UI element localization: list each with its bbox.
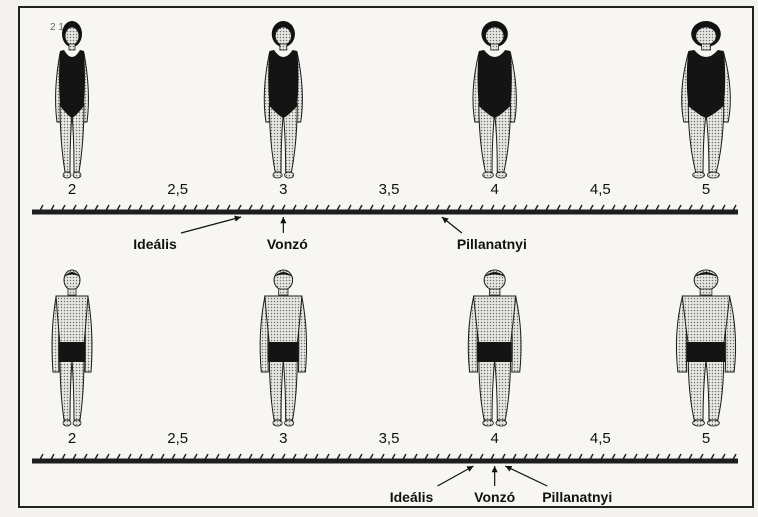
woman-figure xyxy=(56,21,89,178)
arrowhead-icon xyxy=(280,217,286,223)
men-scale: 2 2,5 3 3,5 4 4,5 5 xyxy=(32,270,738,464)
right-foot xyxy=(707,420,719,426)
woman-figure xyxy=(682,21,731,178)
left-foot xyxy=(273,172,282,178)
right-leg xyxy=(72,358,84,420)
swim-trunks xyxy=(687,342,725,362)
right-foot xyxy=(707,172,719,178)
neck xyxy=(69,44,75,50)
arrowhead-icon xyxy=(234,216,241,222)
torso xyxy=(474,296,516,344)
swim-trunks xyxy=(478,342,512,362)
tick-label: 4,5 xyxy=(590,181,611,198)
right-leg xyxy=(283,358,297,420)
swim-trunks xyxy=(59,342,85,362)
neck xyxy=(280,44,287,50)
swimsuit xyxy=(478,50,512,118)
annotation-arrow xyxy=(181,217,241,233)
men-annotations: Ideális Vonzó Pillanatnyi xyxy=(390,466,613,505)
neck xyxy=(700,289,712,295)
neck xyxy=(702,44,711,50)
swimsuit xyxy=(268,50,298,118)
right-leg xyxy=(706,358,724,420)
man-figure xyxy=(468,270,521,426)
tick-label: 2,5 xyxy=(167,430,188,447)
head xyxy=(696,27,717,45)
tick-label: 4,5 xyxy=(590,430,611,447)
tick-label: 3 xyxy=(279,181,287,198)
woman-figure xyxy=(473,21,516,178)
annotation-label: Pillanatnyi xyxy=(542,489,612,505)
right-foot xyxy=(73,420,81,426)
tick-label: 2,5 xyxy=(167,181,188,198)
left-foot xyxy=(483,420,494,426)
right-foot xyxy=(73,172,81,178)
neck xyxy=(491,44,499,50)
right-foot xyxy=(284,420,293,426)
tick-label: 3 xyxy=(279,430,287,447)
right-foot xyxy=(284,172,293,178)
tick-label: 4 xyxy=(490,430,498,447)
torso xyxy=(56,296,88,344)
woman-figure xyxy=(264,21,302,178)
right-foot xyxy=(496,420,507,426)
annotation-label: Vonzó xyxy=(267,236,308,252)
annotation-label: Ideális xyxy=(133,236,177,252)
tick-label: 3,5 xyxy=(379,181,400,198)
swim-trunks xyxy=(268,342,298,362)
annotation-label: Pillanatnyi xyxy=(457,236,527,252)
tick-label: 5 xyxy=(702,430,710,447)
tick-label: 3,5 xyxy=(379,430,400,447)
man-figure xyxy=(52,270,92,426)
arrowhead-icon xyxy=(492,466,498,472)
man-figure xyxy=(676,270,735,426)
left-foot xyxy=(63,172,71,178)
left-foot xyxy=(273,420,282,426)
right-leg xyxy=(495,358,511,420)
women-scale: 2 2,5 3 3,5 4 4,5 5 xyxy=(32,21,738,215)
torso xyxy=(682,296,729,344)
tick-label: 2 xyxy=(68,430,76,447)
annotation-label: Vonzó xyxy=(474,489,515,505)
swimsuit xyxy=(59,50,85,118)
annotation-arrow xyxy=(505,466,547,486)
neck xyxy=(68,289,76,295)
left-leg xyxy=(479,358,495,420)
man-figure xyxy=(260,270,306,426)
left-foot xyxy=(483,172,494,178)
annotation-label: Ideális xyxy=(390,489,434,505)
torso xyxy=(265,296,302,344)
left-foot xyxy=(693,420,705,426)
head xyxy=(275,27,291,45)
tick-label: 5 xyxy=(702,181,710,198)
left-leg xyxy=(60,358,72,420)
left-foot xyxy=(63,420,71,426)
head xyxy=(65,27,79,45)
women-annotations: Ideális Vonzó Pillanatnyi xyxy=(133,216,527,252)
neck xyxy=(279,289,288,295)
right-foot xyxy=(496,172,507,178)
tick-label: 2 xyxy=(68,181,76,198)
swimsuit xyxy=(687,50,725,118)
tick-label: 4 xyxy=(490,181,498,198)
left-leg xyxy=(269,358,283,420)
left-foot xyxy=(693,172,705,178)
head xyxy=(485,27,503,45)
left-leg xyxy=(688,358,706,420)
neck xyxy=(489,289,500,295)
